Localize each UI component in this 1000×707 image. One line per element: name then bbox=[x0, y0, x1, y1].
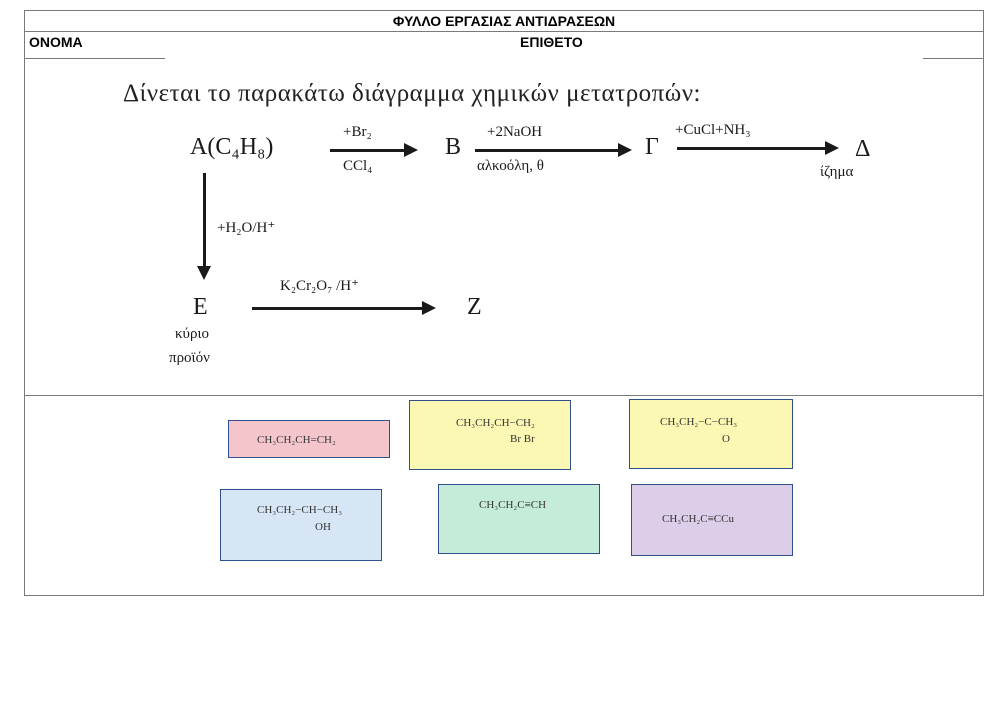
name-row: ΟΝΟΜΑ ΕΠΙΘΕΤΟ bbox=[25, 31, 983, 53]
surname-field-line[interactable] bbox=[923, 58, 983, 59]
option-substituents: Br Br bbox=[510, 433, 535, 445]
compound-z: Z bbox=[467, 294, 482, 320]
arrow-e-to-z bbox=[252, 301, 436, 315]
compound-d: Δ bbox=[855, 136, 871, 162]
compound-g: Γ bbox=[645, 134, 659, 160]
name-field-line[interactable] bbox=[25, 58, 165, 59]
worksheet-title: ΦΥΛΛΟ ΕΡΓΑΣΙΑΣ ΑΝΤΙΔΡΑΣΕΩΝ bbox=[25, 11, 983, 32]
option-substituents: O bbox=[722, 433, 730, 445]
arrow-g-to-d bbox=[677, 141, 839, 155]
arrow-ab-reagent: +Br₂ bbox=[343, 124, 372, 140]
arrow-bg-conditions: αλκοόλη, θ bbox=[477, 158, 544, 174]
option-card-dibromobutane[interactable]: CH₃CH₂CH−CH₂ Br Br bbox=[409, 400, 571, 470]
arrow-ez-reagent: K₂Cr₂O₇ /H⁺ bbox=[280, 278, 360, 294]
compound-e-note-2: προϊόν bbox=[169, 350, 210, 366]
compound-e: E bbox=[193, 294, 208, 320]
compound-b: B bbox=[445, 134, 462, 160]
option-formula: CH₃CH₂−C−CH₃ bbox=[660, 416, 738, 428]
option-card-butene[interactable]: CH₃CH₂CH=CH₂ bbox=[228, 420, 390, 458]
answer-options: CH₃CH₂CH=CH₂ CH₃CH₂CH−CH₂ Br Br CH₃CH₂−C… bbox=[25, 396, 983, 596]
option-formula: CH₃CH₂CH−CH₂ bbox=[456, 417, 535, 429]
option-card-butanone[interactable]: CH₃CH₂−C−CH₃ O bbox=[629, 399, 793, 469]
option-formula: CH₃CH₂C≡CCu bbox=[662, 513, 734, 525]
arrow-bg-reagent: +2NaOH bbox=[487, 124, 543, 140]
option-formula: CH₃CH₂C≡CH bbox=[479, 499, 547, 511]
option-substituents: OH bbox=[315, 521, 331, 533]
arrow-ab-solvent: CCl₄ bbox=[343, 158, 373, 174]
compound-a: A(C₄H₈) bbox=[190, 134, 274, 160]
name-label: ΟΝΟΜΑ bbox=[29, 34, 83, 50]
arrow-a-to-e bbox=[197, 173, 211, 280]
option-card-butanol[interactable]: CH₃CH₂−CH−CH₃ OH bbox=[220, 489, 382, 561]
reaction-diagram: Δίνεται το παρακάτω διάγραμμα χημικών με… bbox=[25, 58, 983, 396]
arrow-gd-reagent: +CuCl+NH₃ bbox=[675, 122, 751, 138]
option-formula: CH₃CH₂−CH−CH₃ bbox=[257, 504, 343, 516]
arrow-ae-reagent: +H₂O/H⁺ bbox=[217, 220, 276, 236]
option-card-copper-acetylide[interactable]: CH₃CH₂C≡CCu bbox=[631, 484, 793, 556]
worksheet: ΦΥΛΛΟ ΕΡΓΑΣΙΑΣ ΑΝΤΙΔΡΑΣΕΩΝ ΟΝΟΜΑ ΕΠΙΘΕΤΟ… bbox=[24, 10, 984, 596]
compound-d-note: ίζημα bbox=[820, 164, 854, 180]
option-formula: CH₃CH₂CH=CH₂ bbox=[257, 434, 336, 446]
arrow-a-to-b bbox=[330, 143, 418, 157]
arrow-b-to-g bbox=[475, 143, 632, 157]
option-card-butyne[interactable]: CH₃CH₂C≡CH bbox=[438, 484, 600, 554]
compound-e-note-1: κύριο bbox=[175, 326, 210, 342]
instruction-text: Δίνεται το παρακάτω διάγραμμα χημικών με… bbox=[123, 80, 702, 107]
surname-label: ΕΠΙΘΕΤΟ bbox=[520, 34, 583, 50]
